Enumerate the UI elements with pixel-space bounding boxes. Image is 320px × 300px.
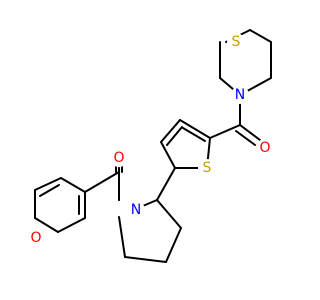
bond	[84, 171, 120, 193]
bond	[60, 177, 86, 193]
atom-labels: S N O S O N O	[27, 33, 274, 247]
atom-label-n2: N	[131, 202, 141, 218]
atom-label-s1: S	[232, 34, 241, 50]
nitrogen-atom: N	[127, 201, 145, 219]
bond	[160, 119, 181, 143]
nitrogen-atom: N	[231, 86, 249, 104]
molecule-diagram: S N O S O N O	[27, 29, 274, 263]
bond	[209, 124, 241, 139]
bond	[235, 130, 256, 146]
bond	[156, 199, 182, 229]
bond	[34, 217, 59, 233]
bond	[160, 141, 176, 169]
bonds	[34, 29, 272, 263]
bond	[239, 124, 261, 141]
bond	[165, 227, 182, 263]
sulfur-atom: S	[198, 159, 216, 177]
atom-label-o2: O	[113, 150, 124, 166]
bond	[118, 216, 126, 258]
sulfur-atom: S	[227, 33, 245, 51]
bond	[39, 184, 60, 197]
bond	[57, 217, 86, 233]
bond	[166, 126, 183, 146]
oxygen-atom: O	[27, 229, 45, 247]
oxygen-atom: O	[110, 149, 128, 167]
bond	[249, 29, 272, 43]
oxygen-atom: O	[256, 139, 274, 157]
bond	[124, 256, 167, 263]
atom-label-o1: O	[259, 140, 270, 156]
atom-label-s2: S	[203, 160, 212, 176]
bond	[156, 167, 176, 201]
bond	[179, 119, 211, 139]
bond	[34, 177, 62, 191]
atom-label-n1: N	[235, 87, 245, 103]
atom-label-o3: O	[30, 230, 41, 246]
bond	[182, 127, 206, 142]
